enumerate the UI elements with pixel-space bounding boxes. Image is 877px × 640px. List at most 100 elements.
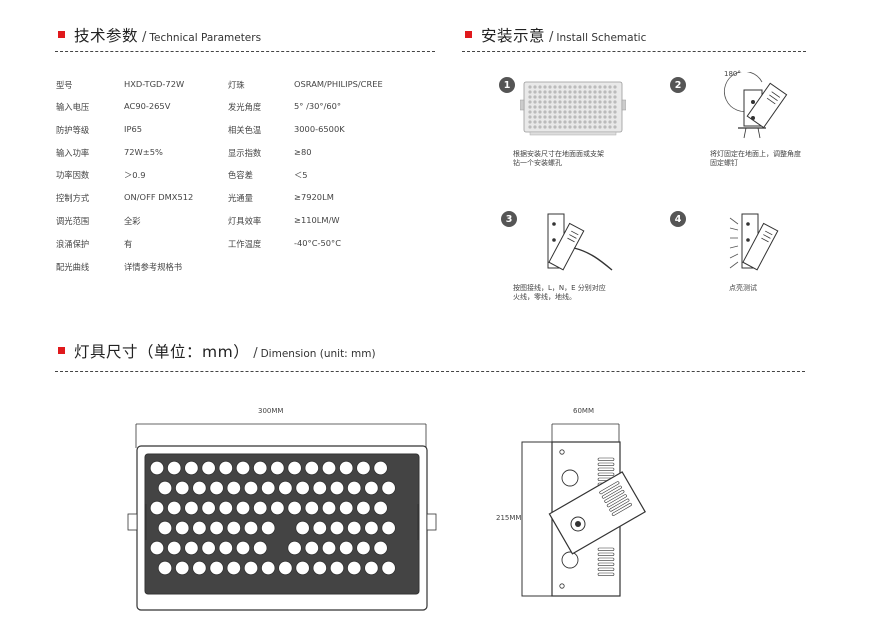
led-dot [573, 115, 577, 119]
param-label: 型号 [56, 80, 73, 90]
led-lens [270, 500, 285, 516]
led-dot [533, 85, 537, 89]
led-lens [201, 460, 216, 476]
led-lens [218, 540, 234, 556]
led-dot [598, 100, 602, 104]
install-title-zh: 安装示意 [481, 27, 546, 45]
step-caption: 将灯固定在地面上，调整角度 固定螺钉 [710, 150, 801, 168]
led-dot [593, 85, 597, 89]
led-dot [613, 85, 617, 89]
step-caption-line: 钻一个安装螺孔 [513, 159, 562, 167]
led-dot [598, 125, 602, 129]
led-lens [184, 460, 199, 476]
led-lens [381, 520, 396, 536]
floodlight-side-rotate-illustration [724, 72, 788, 139]
vent-slot [597, 462, 615, 466]
led-lens [338, 540, 354, 556]
led-lens [226, 520, 242, 536]
param-label: 调光范围 [56, 216, 90, 226]
led-dot [568, 120, 572, 124]
step-caption-line: 按图接线，L，N，E 分别对应 [513, 284, 606, 292]
led-lens [295, 520, 310, 536]
param-label: 输入功率 [56, 148, 90, 158]
led-lens [167, 500, 182, 516]
led-dot [588, 95, 592, 99]
led-dot [553, 95, 557, 99]
led-dot [608, 105, 612, 109]
param-value: 3000-6500K [294, 124, 345, 134]
led-lens [287, 460, 302, 476]
led-lens [356, 500, 371, 516]
led-lens [329, 560, 345, 576]
led-lens [235, 540, 251, 556]
red-square-icon [58, 31, 65, 38]
step-number: 3 [501, 211, 517, 227]
param-value: ≥7920LM [294, 192, 334, 202]
led-dot [558, 95, 562, 99]
led-dot [543, 95, 547, 99]
led-dot [568, 95, 572, 99]
led-lens [218, 500, 234, 516]
led-dot [593, 90, 597, 94]
led-lens [321, 540, 337, 556]
led-dot [573, 120, 577, 124]
led-lens [321, 500, 337, 516]
led-dot [543, 85, 547, 89]
led-lens [270, 460, 285, 476]
led-dot [548, 115, 552, 119]
led-dot [543, 115, 547, 119]
led-lens [218, 460, 234, 476]
led-lens [175, 520, 190, 536]
led-dot [583, 85, 587, 89]
param-value: ≥80 [294, 147, 312, 157]
led-dot [558, 90, 562, 94]
led-dot [568, 85, 572, 89]
vent-slot [597, 547, 615, 551]
led-dot [613, 90, 617, 94]
floodlight-lighting-test-illustration [729, 213, 779, 271]
led-lens [252, 460, 268, 476]
depth-dimension-label: 60MM [573, 407, 594, 415]
param-label: 浪涌保护 [56, 239, 90, 249]
vent-slot [606, 494, 627, 508]
led-dot [583, 115, 587, 119]
led-lens [209, 560, 224, 576]
led-dot [553, 85, 557, 89]
led-lens [373, 460, 388, 476]
led-dot [598, 105, 602, 109]
led-dot [613, 105, 617, 109]
led-lens [157, 480, 173, 496]
led-dot [608, 110, 612, 114]
led-dot [533, 100, 537, 104]
step-caption-line: 火线，零线，地线。 [513, 293, 576, 301]
led-lens [381, 480, 396, 496]
param-value: IP65 [124, 124, 143, 134]
led-lens [338, 460, 354, 476]
param-value: ON/OFF DMX512 [124, 192, 194, 202]
led-lens [338, 500, 354, 516]
led-dot [598, 110, 602, 114]
led-dot [548, 125, 552, 129]
param-label: 显示指数 [228, 148, 262, 158]
led-dot [573, 95, 577, 99]
param-value: OSRAM/PHILIPS/CREE [294, 79, 383, 89]
led-lens [235, 500, 251, 516]
vent-slot [597, 572, 615, 576]
led-dot [543, 125, 547, 129]
led-dot [563, 120, 567, 124]
install-title-en: Install Schematic [556, 32, 647, 44]
param-label: 防护等级 [56, 125, 90, 135]
vent-slot [597, 472, 615, 476]
led-dot [613, 120, 617, 124]
led-dot [603, 125, 607, 129]
led-lens [312, 560, 328, 576]
led-dot [538, 90, 542, 94]
tech-divider [55, 51, 435, 52]
led-dot [578, 105, 582, 109]
led-dot [578, 120, 582, 124]
led-dot [588, 100, 592, 104]
led-dot [598, 115, 602, 119]
led-dot [548, 85, 552, 89]
install-title-sep: / [549, 30, 554, 45]
step-caption: 根据安装尺寸在地面面或支架 钻一个安装螺孔 [513, 150, 604, 168]
